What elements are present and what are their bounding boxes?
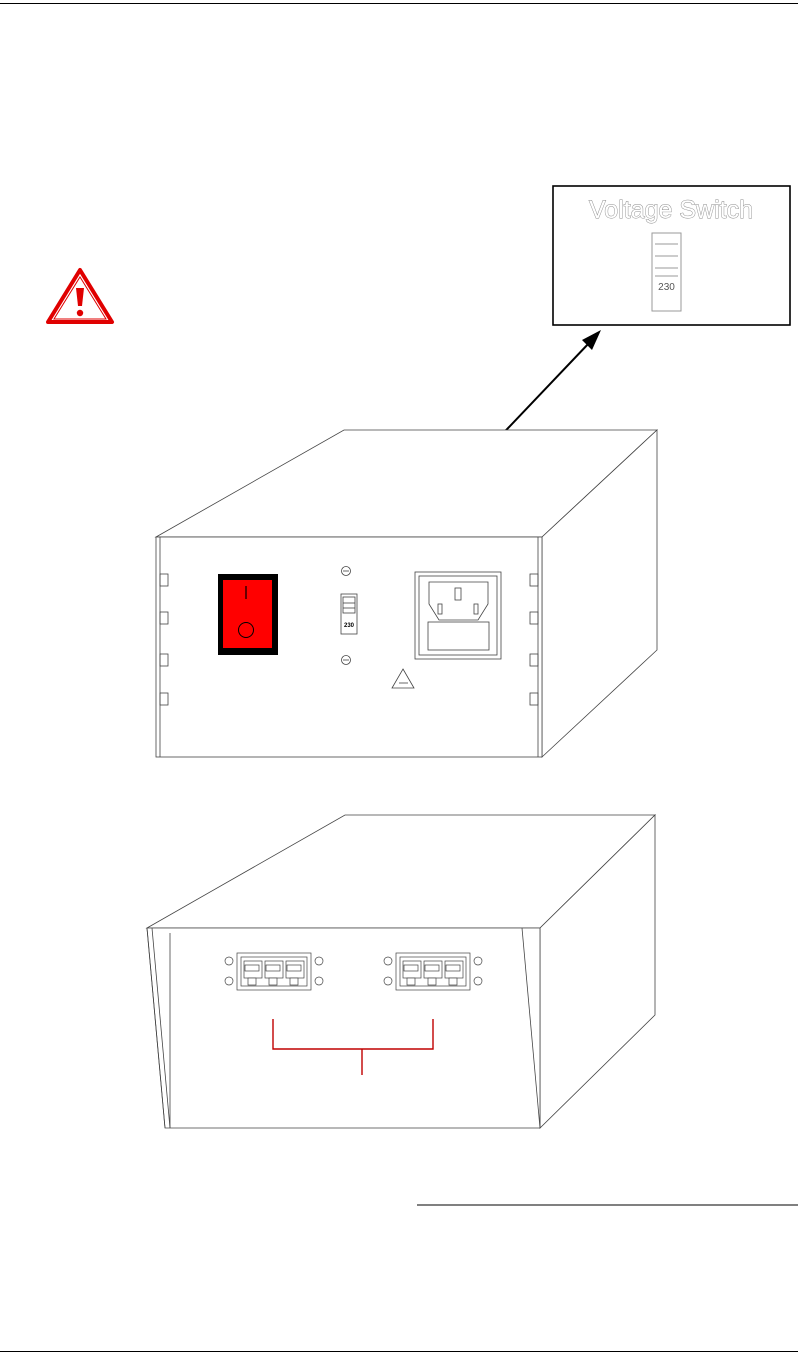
callout-switch-value: 230 <box>658 282 675 293</box>
panel-switch-value: 230 <box>344 623 355 629</box>
output-connector <box>384 953 482 990</box>
warning-triangle-icon <box>48 270 112 322</box>
power-switch <box>218 574 278 655</box>
callout-title: Voltage Switch <box>589 196 753 224</box>
callout-switch-icon: 230 <box>652 233 681 311</box>
voltage-switch-callout: Voltage Switch 230 <box>553 186 790 325</box>
iec-inlet <box>415 572 501 659</box>
output-connector <box>225 953 323 990</box>
